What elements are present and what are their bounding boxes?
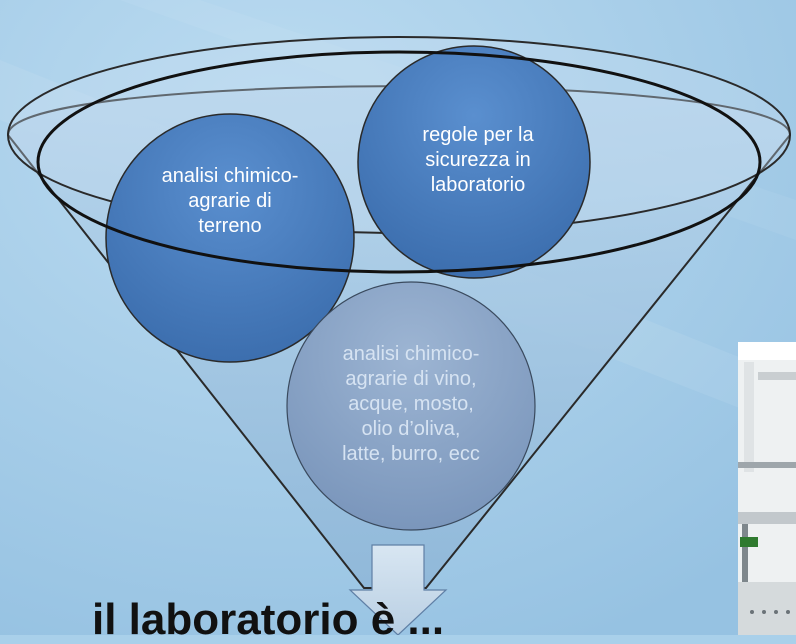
circle-label-terreno: analisi chimico- agrarie di terreno	[130, 164, 330, 239]
circle-label-line: agrarie di vino,	[345, 368, 477, 390]
circle-label-line: analisi chimico-	[161, 165, 299, 187]
circle-label-line: analisi chimico-	[342, 343, 480, 365]
down-arrow	[348, 544, 448, 635]
circle-label-line: latte, burro, ecc	[342, 443, 480, 465]
lab-photo	[738, 342, 796, 635]
bottom-caption: il laboratorio è ...	[92, 595, 445, 644]
circle-analisi-vino	[286, 281, 536, 531]
circle-label-analisi-vino: analisi chimico- agrarie di vino, acque,…	[308, 342, 514, 467]
circle-label-line: terreno	[198, 215, 262, 237]
circle-sicurezza	[357, 45, 591, 279]
circle-label-sicurezza: regole per la sicurezza in laboratorio	[378, 123, 578, 198]
circle-label-line: acque, mosto,	[348, 393, 474, 415]
circle-label-line: laboratorio	[430, 174, 526, 196]
circle-label-line: sicurezza in	[425, 149, 531, 171]
circle-label-line: agrarie di	[188, 190, 272, 212]
circle-terreno	[105, 113, 355, 363]
circle-label-line: olio d’oliva,	[361, 418, 461, 440]
inner-rim-ring	[36, 50, 762, 274]
circle-label-line: regole per la	[422, 124, 534, 146]
